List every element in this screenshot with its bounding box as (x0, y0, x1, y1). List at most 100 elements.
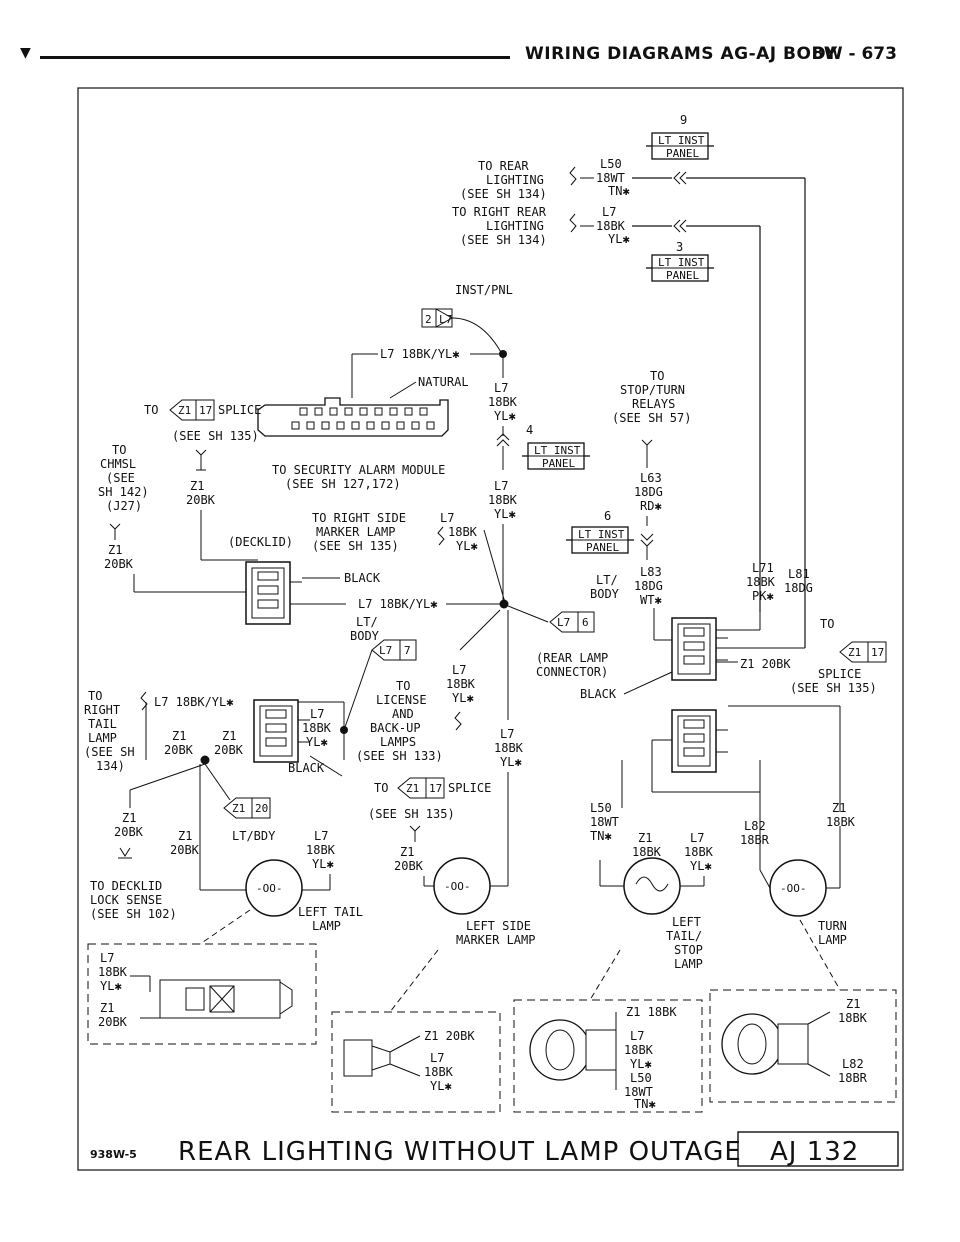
wire-label: YL✱ (630, 1057, 652, 1071)
wire-label: Z1 (122, 811, 136, 825)
wire-label: MARKER LAMP (456, 933, 535, 947)
wire-label: TO RIGHT REAR (452, 205, 547, 219)
wire-label: LIGHTING (486, 173, 544, 187)
left-tail-lamp-symbol: -OO- (245, 859, 303, 917)
wire-label: L7 (440, 511, 454, 525)
wire-label: -OO- (256, 882, 283, 895)
wire-label: TN✱ (634, 1097, 656, 1111)
wire-label: 134) (96, 759, 125, 773)
wire-label: LEFT (672, 915, 701, 929)
wire-label: (J27) (106, 499, 142, 513)
wire-label: TO (820, 617, 834, 631)
wire-label: Z1 (846, 997, 860, 1011)
wire-label: (SEE SH 135) (172, 429, 259, 443)
wire-label: 7 (404, 644, 411, 657)
wire-label: TAIL (88, 717, 117, 731)
wire-label: L7 (310, 707, 324, 721)
wire-label: 17 (199, 404, 212, 417)
wire-label: (SEE SH 57) (612, 411, 691, 425)
wire-label: LT/BDY (232, 829, 276, 843)
detail-decklid-lock (87, 943, 317, 1045)
wire-label: 17 (429, 782, 442, 795)
lt-inst-panel-4: LT INST PANEL (521, 442, 591, 470)
diagram-frame (77, 87, 904, 1171)
wire-label: L50 (600, 157, 622, 171)
wire-label: (REAR LAMP (536, 651, 608, 665)
lt-inst-panel-9: LT INST PANEL (645, 132, 715, 160)
wire-label: Z1 (232, 802, 245, 815)
wire-label: LAMP (88, 731, 117, 745)
wire-label: BACK-UP (370, 721, 421, 735)
l7-6-callout: L7 6 (549, 611, 595, 633)
wire-label: (SEE (106, 471, 135, 485)
wire-label: CONNECTOR) (536, 665, 608, 679)
wire-label: L7 18BK/YL✱ (358, 597, 437, 611)
wire-label: BLACK (580, 687, 617, 701)
wire-label: L83 (640, 565, 662, 579)
wire-label: 18BK (424, 1065, 454, 1079)
wire-label: (SEE SH 102) (90, 907, 177, 921)
wire-label: 18WT (590, 815, 619, 829)
wire-label: LT INST (534, 444, 581, 457)
wire-label: Z1 (832, 801, 846, 815)
header-title: WIRING DIAGRAMS AG-AJ BODY (525, 44, 838, 64)
wire-label: YL✱ (456, 539, 478, 553)
left-side-marker-lamp-symbol: -OO- (424, 857, 508, 915)
wire-label: AND (392, 707, 414, 721)
wire-label: Z1 (178, 404, 191, 417)
wire-label: LOCK SENSE (90, 893, 162, 907)
wire-label: L7 (439, 313, 452, 326)
security-alarm-connector (257, 397, 449, 437)
page-header: ▼ WIRING DIAGRAMS AG-AJ BODY 8W - 673 (0, 0, 960, 90)
wire-label: 18BK (448, 525, 478, 539)
wire-label: L7 (500, 727, 514, 741)
wire-label: TO DECKLID (90, 879, 162, 893)
wire-label: LAMP (674, 957, 703, 971)
wire-label: PANEL (586, 541, 619, 554)
wire-label: PANEL (666, 147, 699, 160)
wire-label: L7 (379, 644, 392, 657)
wire-label: PANEL (666, 269, 699, 282)
wire-label: 18BK (826, 815, 856, 829)
wire-label: SPLICE (218, 403, 261, 417)
wire-label: YL✱ (690, 859, 712, 873)
wire-label: Z1 (638, 831, 652, 845)
wire-label: L7 18BK/YL✱ (380, 347, 459, 361)
l7-7-callout: L7 7 (371, 639, 417, 661)
wire-label: 18BK (488, 493, 518, 507)
wire-label: YL✱ (494, 507, 516, 521)
wire-label: L81 (788, 567, 810, 581)
wire-label: SPLICE (448, 781, 491, 795)
wire-label: Z1 (406, 782, 419, 795)
tail-stop-socket (529, 1012, 617, 1090)
footer-title: REAR LIGHTING WITHOUT LAMP OUTAGE (178, 1137, 742, 1167)
detail-side-marker (331, 1011, 501, 1113)
wire-label: 4 (526, 423, 533, 437)
wire-label: YL✱ (306, 735, 328, 749)
wire-label: INST/PNL (455, 283, 513, 297)
detail-tail-stop (513, 999, 703, 1113)
wire-label: (SEE SH 135) (368, 807, 455, 821)
lt-inst-panel-3: LT INST PANEL (645, 254, 715, 282)
z1-splice-callout-right: Z1 17 (839, 641, 887, 663)
z1-splice-callout-top: Z1 17 (169, 399, 215, 421)
wire-label: TO (144, 403, 158, 417)
footer-code: 938W-5 (90, 1148, 137, 1161)
wire-label: 20BK (394, 859, 424, 873)
wire-label: LT/ (596, 573, 618, 587)
wire-label: LICENSE (376, 693, 427, 707)
wire-label: 20BK (114, 825, 144, 839)
header-page-number: 8W - 673 (812, 44, 897, 64)
wire-label: -OO- (444, 880, 471, 893)
wire-label: LT/ (356, 615, 378, 629)
wire-label: Z1 (172, 729, 186, 743)
wire-label: 20BK (186, 493, 216, 507)
wire-label: (SEE SH 134) (460, 187, 547, 201)
wire-label: TO REAR (478, 159, 529, 173)
wire-label: 18BK (746, 575, 776, 589)
wire-label: L7 (494, 381, 508, 395)
wire-label: 18BK (632, 845, 662, 859)
wire-label: YL✱ (608, 232, 630, 246)
z1-20-callout: Z1 20 (223, 797, 271, 819)
wire-label: LAMP (818, 933, 847, 947)
